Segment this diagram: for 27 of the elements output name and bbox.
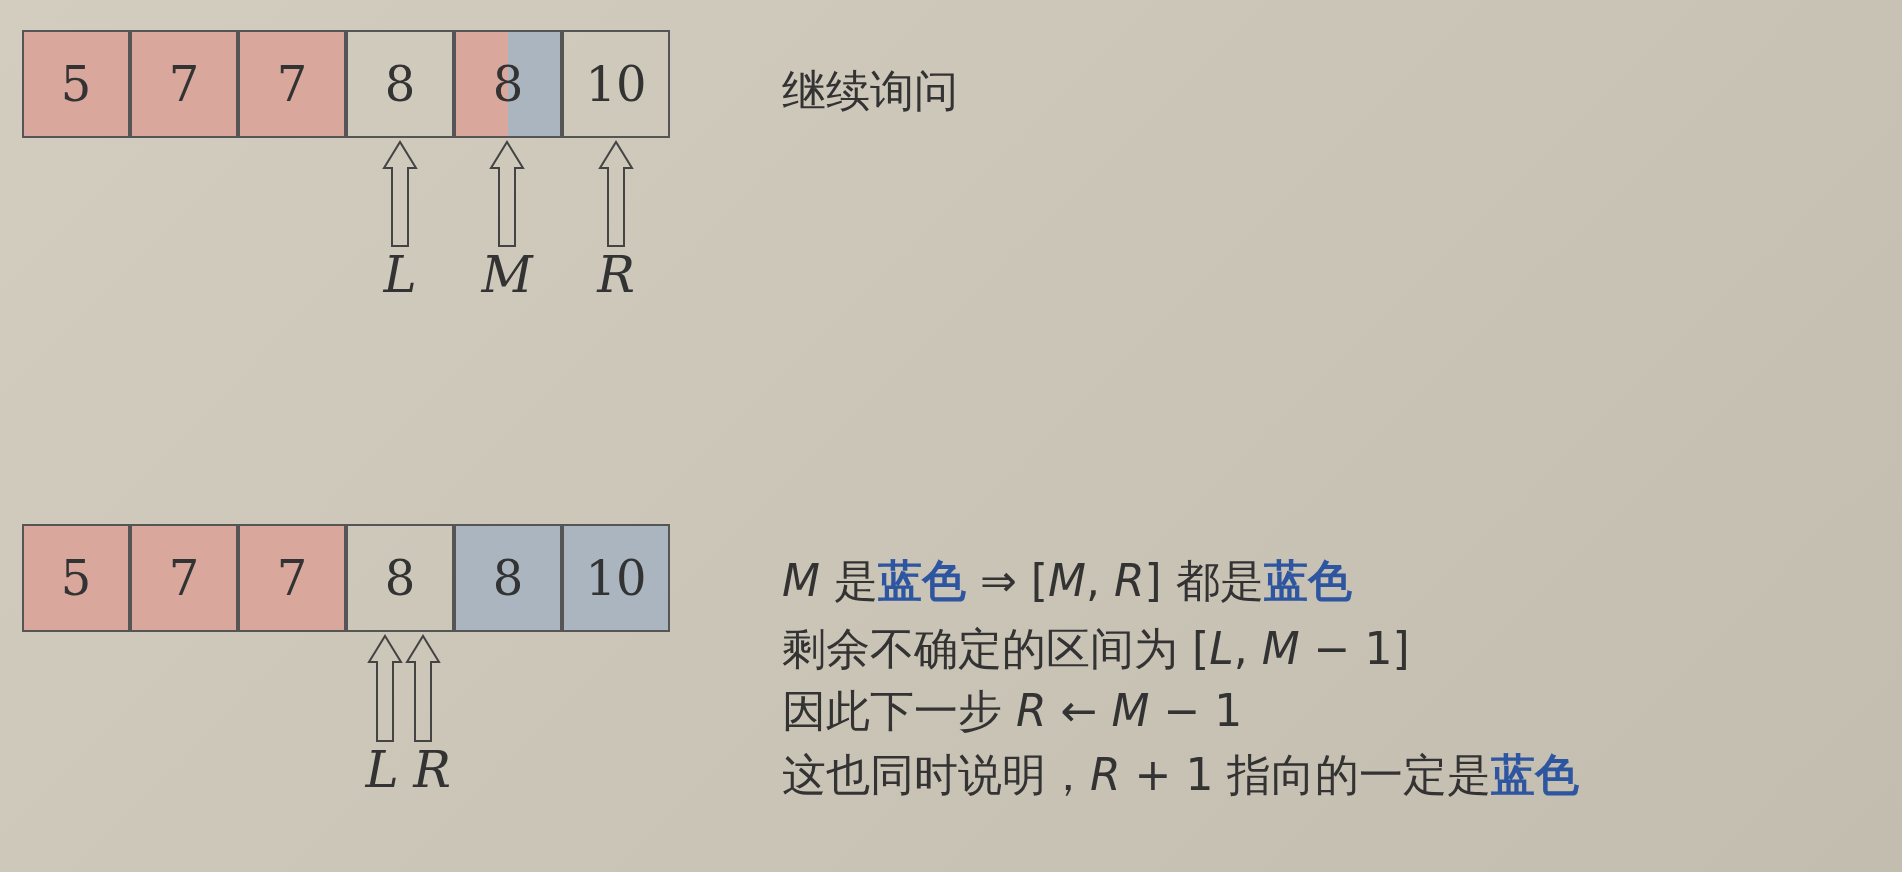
array-cell: 8 — [346, 30, 454, 138]
array-cell: 8 — [454, 30, 562, 138]
array-cell: 7 — [130, 30, 238, 138]
note-text: 这也同时说明，R + 1 指向的一定是蓝色 — [782, 748, 1580, 802]
array-cell: 10 — [562, 524, 670, 632]
note-text: 因此下一步 R ← M − 1 — [782, 684, 1243, 738]
pointer-label: L — [365, 745, 399, 795]
note-text: M 是蓝色 ⇒ [M, R] 都是蓝色 — [782, 554, 1352, 608]
array-cell: 7 — [238, 30, 346, 138]
hollow-arrow — [382, 140, 418, 247]
hollow-arrow — [405, 634, 441, 742]
pointer-label: L — [383, 250, 417, 300]
array-cell: 8 — [346, 524, 454, 632]
note-text: 继续询问 — [782, 64, 958, 118]
array-cell: 7 — [130, 524, 238, 632]
pointer-label: R — [413, 745, 451, 795]
pointer-label: R — [597, 250, 635, 300]
pointer-label: M — [481, 250, 533, 300]
hollow-arrow — [489, 140, 525, 247]
array-cell: 5 — [22, 30, 130, 138]
array-cell: 8 — [454, 524, 562, 632]
array-cell: 7 — [238, 524, 346, 632]
array-cell: 5 — [22, 524, 130, 632]
array-cell: 10 — [562, 30, 670, 138]
hollow-arrow — [598, 140, 634, 247]
note-text: 剩余不确定的区间为 [L, M − 1] — [782, 622, 1410, 676]
hollow-arrow — [367, 634, 403, 742]
